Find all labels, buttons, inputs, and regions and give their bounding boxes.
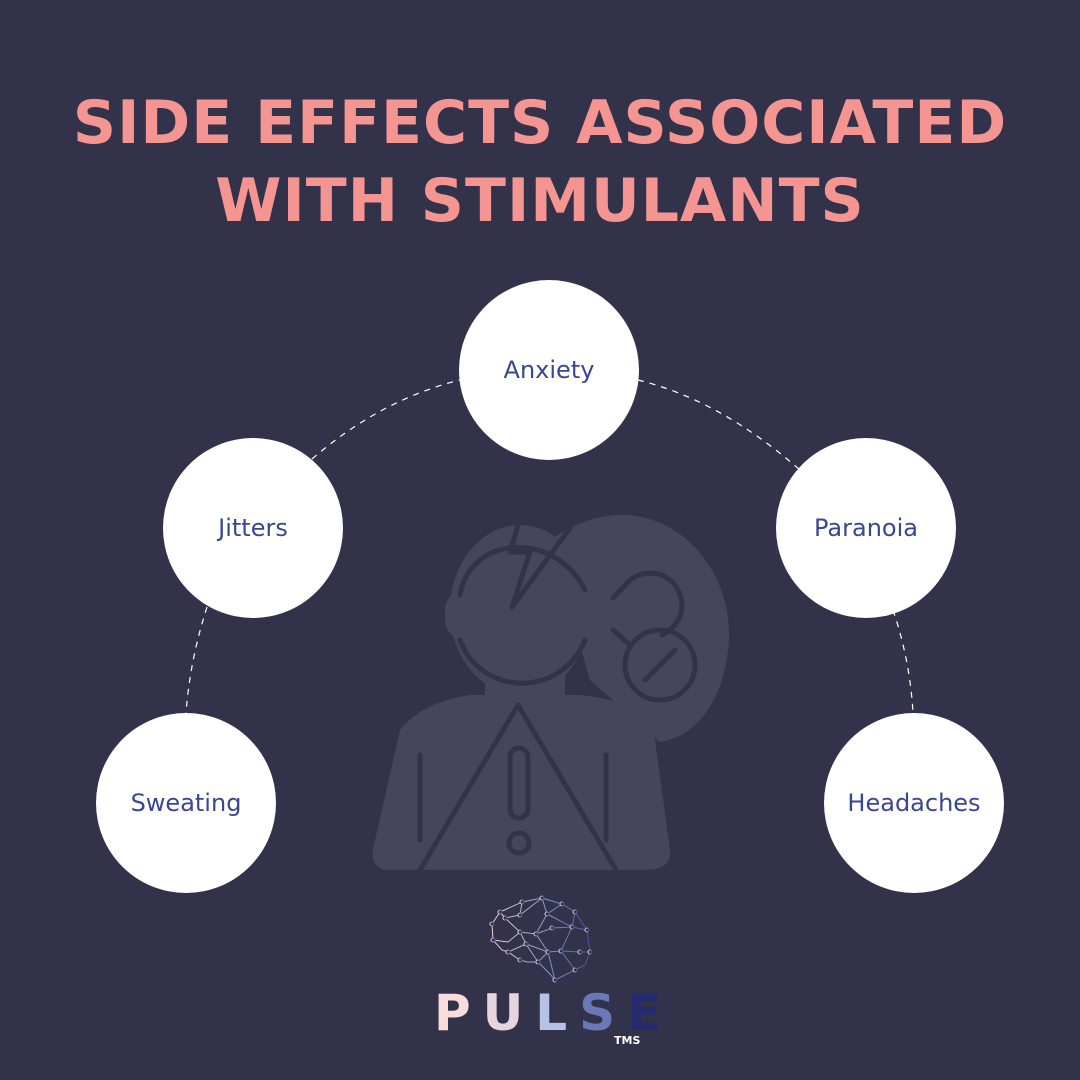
brand-letter: E: [627, 984, 674, 1042]
node-sweating: Sweating: [96, 713, 276, 893]
title-line-1: SIDE EFFECTS ASSOCIATED: [72, 88, 1008, 158]
page-title: SIDE EFFECTS ASSOCIATED WITH STIMULANTS: [0, 84, 1080, 240]
connector-paranoia-headaches: [892, 609, 914, 714]
title-line-2: WITH STIMULANTS: [215, 166, 865, 236]
brand-letter: U: [482, 984, 536, 1042]
brain-network-icon: [489, 895, 593, 983]
brand-wordmark: PULSE: [434, 984, 673, 1042]
node-anxiety: Anxiety: [459, 280, 639, 460]
brand-letter: P: [434, 984, 483, 1042]
node-label: Paranoia: [814, 514, 918, 542]
brand-subtitle: TMS: [614, 1034, 641, 1047]
node-label: Headaches: [847, 789, 981, 817]
node-label: Anxiety: [503, 356, 595, 384]
connector-anxiety-paranoia: [637, 379, 801, 471]
stressed-person-warning-icon: [372, 499, 730, 873]
node-label: Jitters: [218, 514, 288, 542]
connector-jitters-anxiety: [311, 379, 461, 460]
node-paranoia: Paranoia: [776, 438, 956, 618]
node-headaches: Headaches: [824, 713, 1004, 893]
connector-jitters-sweating: [185, 606, 208, 714]
node-label: Sweating: [130, 789, 242, 817]
brand-letter: L: [535, 984, 580, 1042]
node-jitters: Jitters: [163, 438, 343, 618]
brand-letter: S: [579, 984, 628, 1042]
